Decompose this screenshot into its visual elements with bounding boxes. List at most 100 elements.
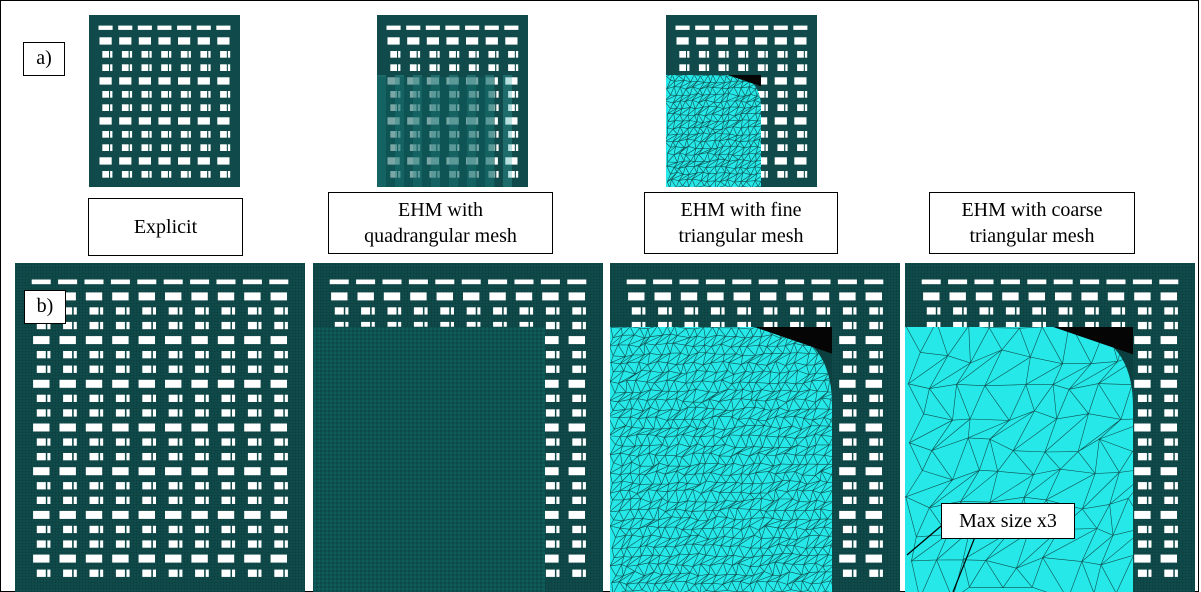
perforation-hole [232,525,236,534]
perforation-hole [853,496,857,504]
perforation-hole [138,379,155,388]
perforation-hole [797,104,804,111]
perforation-hole [765,171,768,178]
perforation-hole [777,51,785,58]
perforation-hole [121,131,129,138]
perforation-hole [437,51,440,58]
perforation-hole [85,292,103,301]
perforation-hole [284,394,288,402]
perforation-hole [545,394,555,402]
perforation-hole [718,51,726,58]
perforation-hole [1134,554,1151,563]
perforation-hole [842,525,852,534]
perforation-hole [158,77,171,85]
perforation-hole [33,336,50,345]
perforation-hole [138,510,155,519]
perforation-hole [869,482,879,490]
perforation-hole [975,292,993,301]
perforation-hole [1174,438,1178,446]
perforation-hole [100,482,104,490]
perforation-hole [232,321,236,330]
perforation-hole [496,91,499,98]
perforation-hole [1005,321,1015,330]
perforation-hole [138,77,151,85]
perforation-hole [879,307,883,315]
perforation-hole [879,321,883,330]
perforation-hole [879,525,883,534]
perforation-hole [476,51,479,58]
perforation-hole [258,321,262,330]
perforation-hole [706,64,710,71]
perforation-hole [496,104,499,111]
perforation-hole [138,292,155,301]
perforation-hole [1148,540,1152,548]
perforation-hole [853,540,857,548]
perforation-hole [191,379,208,388]
perforation-hole [1148,496,1152,504]
perforation-hole [221,351,231,359]
perforation-hole [763,321,773,330]
perforation-hole [842,351,852,359]
perforation-hole [73,409,77,417]
perforation-hole [794,157,807,165]
perforation-hole [1042,321,1046,330]
perforation-hole [842,453,852,461]
perforation-hole [653,279,673,285]
perforation-hole [208,131,211,138]
perforation-hole [110,104,113,111]
perforation-hole [126,496,130,504]
perforation-hole [1027,279,1047,285]
perforation-hole [284,569,288,577]
perforation-hole [247,321,257,330]
perforation-hole [89,365,99,373]
perforation-hole [110,279,130,285]
perforation-hole [179,496,183,504]
perforation-hole [687,51,690,58]
perforation-hole [853,307,857,315]
perforation-hole [205,365,209,373]
perforation-hole [839,379,856,388]
perforation-hole [227,144,231,151]
perforation-hole [515,51,519,58]
perforation-hole [387,321,397,330]
perforation-hole [408,279,428,285]
perforation-hole [158,117,171,125]
perforation-hole [1164,307,1174,315]
perforation-hole [755,157,768,165]
perforation-hole [63,409,73,417]
perforation-hole [115,438,125,446]
perforation-hole [567,279,587,285]
perforation-hole [879,351,883,359]
perforation-hole [100,438,104,446]
perforation-hole [115,321,125,330]
perforation-hole [869,365,879,373]
perforation-hole [869,569,879,577]
perforation-hole [195,321,205,330]
perforation-hole [274,409,284,417]
perforation-hole [99,37,112,45]
perforation-hole [99,77,112,85]
perforation-hole [398,51,401,58]
perforation-hole [1122,307,1126,315]
perforation-hole [195,540,205,548]
perforation-hole [515,131,519,138]
perforation-hole [73,307,77,315]
perforation-hole [112,379,129,388]
perforation-hole [1174,307,1178,315]
perforation-hole [582,438,586,446]
perforation-hole [556,351,560,359]
perforation-hole [357,292,374,301]
perforation-hole [180,131,188,138]
perforation-hole [839,292,856,301]
perforation-hole [853,351,857,359]
perforation-hole [165,467,182,476]
perforation-hole [842,496,852,504]
perforation-hole [247,351,257,359]
perforation-hole [390,64,397,71]
perforation-hole [152,525,156,534]
perforation-hole [545,569,555,577]
perforation-hole [168,569,178,577]
perforation-hole [1174,351,1178,359]
perforation-hole [797,131,804,138]
perforation-hole [1164,525,1174,534]
